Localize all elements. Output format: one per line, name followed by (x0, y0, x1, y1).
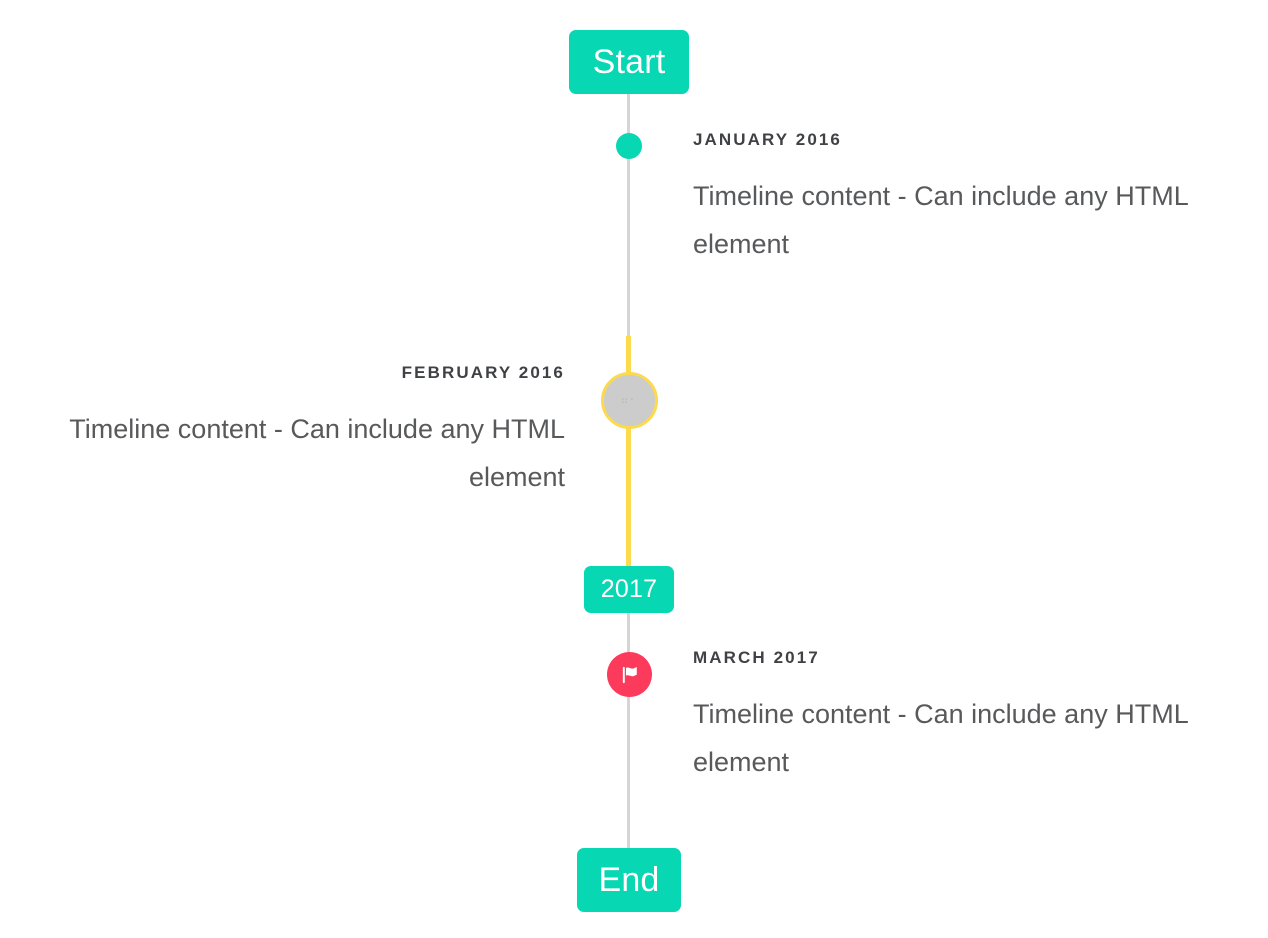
broken-image-icon: ⠶⠂ (620, 394, 639, 407)
timeline-node-january[interactable] (616, 133, 642, 159)
flag-icon (619, 664, 641, 686)
timeline-node-march[interactable] (607, 652, 652, 697)
timeline-year-label: 2017 (600, 575, 658, 603)
timeline-entry-january: JANUARY 2016 Timeline content - Can incl… (693, 130, 1233, 268)
timeline-rail-highlight (626, 336, 631, 566)
timeline-entry-body: Timeline content - Can include any HTML … (69, 413, 565, 492)
timeline-entry-body: Timeline content - Can include any HTML … (693, 180, 1188, 259)
timeline-entry-date: FEBRUARY 2016 (401, 363, 565, 382)
timeline-year-badge[interactable]: 2017 (584, 566, 674, 613)
timeline-start-label: Start (592, 43, 666, 81)
timeline-start-badge[interactable]: Start (569, 30, 689, 94)
timeline-node-february[interactable]: ⠶⠂ (601, 372, 658, 429)
timeline-end-label: End (598, 861, 660, 899)
timeline-entry-february: FEBRUARY 2016 Timeline content - Can inc… (40, 363, 565, 501)
timeline-entry-date: JANUARY 2016 (693, 130, 842, 149)
timeline-entry-body: Timeline content - Can include any HTML … (693, 698, 1188, 777)
timeline-end-badge[interactable]: End (577, 848, 681, 912)
timeline-rail-lower (627, 612, 630, 850)
timeline-rail-upper (627, 93, 630, 336)
timeline-entry-date: MARCH 2017 (693, 648, 820, 667)
timeline-entry-march: MARCH 2017 Timeline content - Can includ… (693, 648, 1233, 786)
